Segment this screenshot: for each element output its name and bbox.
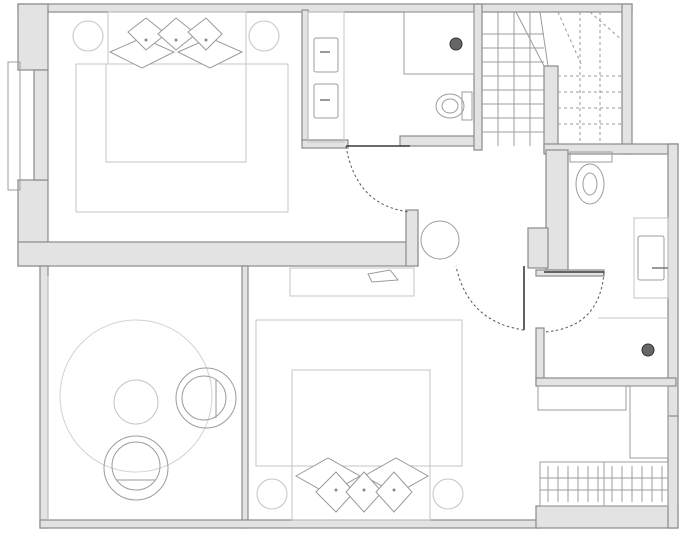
wall-stair-core [543,65,559,151]
walls [7,3,679,529]
bed-icon [255,319,463,521]
nightstand-lamp-icon [72,20,104,52]
pillow-button [362,488,366,492]
wall-living-bedroom2 [241,265,249,529]
wall-stair-right [621,3,633,155]
hallway [420,220,525,331]
folded-cloth [367,269,399,283]
pillow-button [392,488,396,492]
shower-drain-icon [641,343,655,357]
living-room [47,276,237,520]
wall-bath1-left [301,9,309,145]
wall-bath2-bottom [535,377,677,387]
wall-left-upper [17,3,49,71]
wall-window-sill [33,69,49,181]
wall-bottom [39,519,541,529]
door-swing-icon [543,271,605,333]
bathroom-1 [307,11,475,213]
wall-bath1-bottom-left [301,139,349,149]
wall-bath2-left [545,149,569,271]
wall-bedroom1-corner [405,209,419,267]
toilet-icon [569,151,613,205]
door-swing-icon [345,145,411,213]
armchair-icon [103,435,169,501]
pillow-button [334,488,338,492]
bed-frame [255,319,463,467]
sink-icon [313,37,339,73]
door-swing-icon [455,265,525,331]
vanity-counter [307,11,345,143]
bed-icon [75,11,289,213]
wall-hall-stub [527,227,549,269]
toilet-icon [435,91,473,121]
headboard [107,11,247,65]
dresser [289,267,415,297]
wall-bath1-bottom-right [399,135,479,147]
pillow-icon [187,17,223,51]
round-rug [59,319,213,473]
pillow-icon [108,37,176,69]
bed-mattress [105,63,247,163]
wall-top [17,3,479,13]
wall-stair-left [473,3,483,151]
nightstand-lamp-icon [248,20,280,52]
wall-bath2-lower-left [535,327,545,385]
nightstand-lamp-icon [432,478,464,510]
pillow-button [144,38,148,42]
cabinet-tall [629,385,669,459]
bed-mattress [291,369,431,467]
cabinet-low [537,385,627,411]
pillow-icon [375,471,413,513]
radiator-icon [539,461,669,507]
round-table-icon [420,220,460,260]
armchair-icon [175,367,237,429]
wall-bedroom1-bottom [17,241,419,267]
bedroom-2 [255,267,464,521]
bedroom-1 [72,11,289,213]
wall-left-lower-outer [39,265,49,529]
wall-top-stair [475,3,633,13]
nightstand-lamp-icon [256,478,288,510]
shower-drain-icon [449,37,463,51]
sink-icon [313,83,339,119]
pillow-button [204,38,208,42]
window-bay [7,61,21,191]
wall-bottom-right [535,505,679,529]
staircase-icon [482,11,623,146]
bathroom-2 [543,151,669,357]
wall-bath2-door-head [535,269,605,277]
shower-tray [403,11,475,75]
headboard [291,465,431,521]
wall-right-lower [667,415,679,529]
pillow-button [174,38,178,42]
round-table-icon [113,379,159,425]
bed-frame [75,63,289,213]
sink-icon [633,217,669,299]
